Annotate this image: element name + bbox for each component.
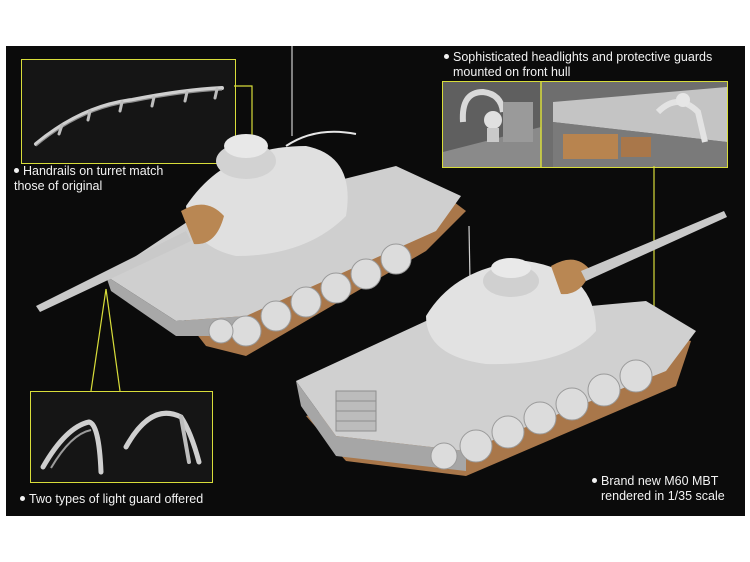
headlights-callout-line1: Sophisticated headlights and protective …: [453, 50, 713, 64]
tank-model-icon: [36, 46, 466, 356]
product-showcase-panel: Handrails on turret match those of origi…: [6, 46, 745, 516]
handrail-inset: [21, 59, 236, 164]
bullet-icon: [444, 54, 449, 60]
light-guard-part-icon: [31, 392, 212, 482]
tank-model-icon-2: [296, 211, 727, 476]
handrails-callout: Handrails on turret match those of origi…: [14, 164, 163, 194]
light-guard-callout: Two types of light guard offered: [20, 492, 203, 507]
bullet-icon: [14, 168, 19, 174]
headlight-inset: [442, 81, 728, 168]
headlights-callout-line2: mounted on front hull: [453, 65, 571, 79]
headlights-callout: Sophisticated headlights and protective …: [444, 50, 712, 80]
brand-new-callout: Brand new M60 MBT rendered in 1/35 scale: [592, 474, 725, 504]
light-guard-callout-line1: Two types of light guard offered: [29, 492, 204, 506]
handrail-part-icon: [22, 60, 235, 163]
light-guard-inset: [30, 391, 213, 483]
bullet-icon: [20, 496, 25, 502]
headlight-closeup-icon: [443, 82, 727, 167]
bullet-icon: [592, 478, 597, 484]
brand-new-callout-line2: rendered in 1/35 scale: [601, 489, 725, 503]
handrails-callout-line1: Handrails on turret match: [23, 164, 164, 178]
handrails-callout-line2: those of original: [14, 179, 103, 193]
brand-new-callout-line1: Brand new M60 MBT: [601, 474, 719, 488]
